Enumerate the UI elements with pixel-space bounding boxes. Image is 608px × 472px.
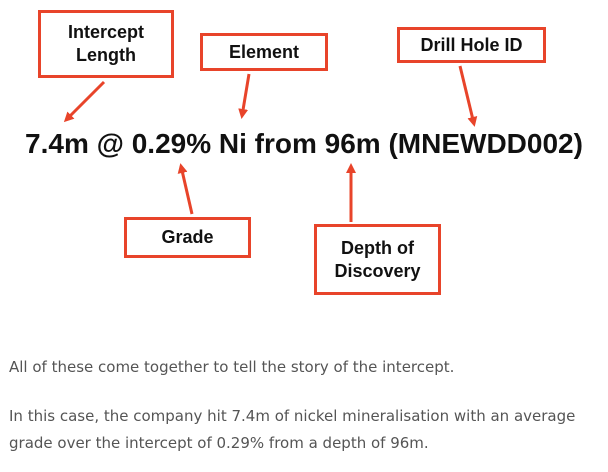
label-intercept-length: Intercept Length (38, 10, 174, 78)
label-grade: Grade (124, 217, 251, 258)
arrow-drill-hole-id (458, 65, 478, 127)
label-depth-of-discovery: Depth of Discovery (314, 224, 441, 295)
annotation-arrows (63, 65, 478, 222)
body-paragraph-2: In this case, the company hit 7.4m of ni… (9, 407, 576, 452)
label-element: Element (200, 33, 328, 71)
arrow-intercept-length (63, 80, 106, 123)
intercept-equation: 7.4m @ 0.29% Ni from 96m (MNEWDD002) (25, 128, 583, 159)
arrow-element (238, 73, 251, 119)
label-drill-hole-id: Drill Hole ID (397, 27, 546, 63)
intercept-diagram: Intercept Length Element Drill Hole ID 7… (25, 10, 583, 295)
body-paragraph-1: All of these come together to tell the s… (9, 358, 455, 376)
arrow-grade (177, 163, 194, 215)
